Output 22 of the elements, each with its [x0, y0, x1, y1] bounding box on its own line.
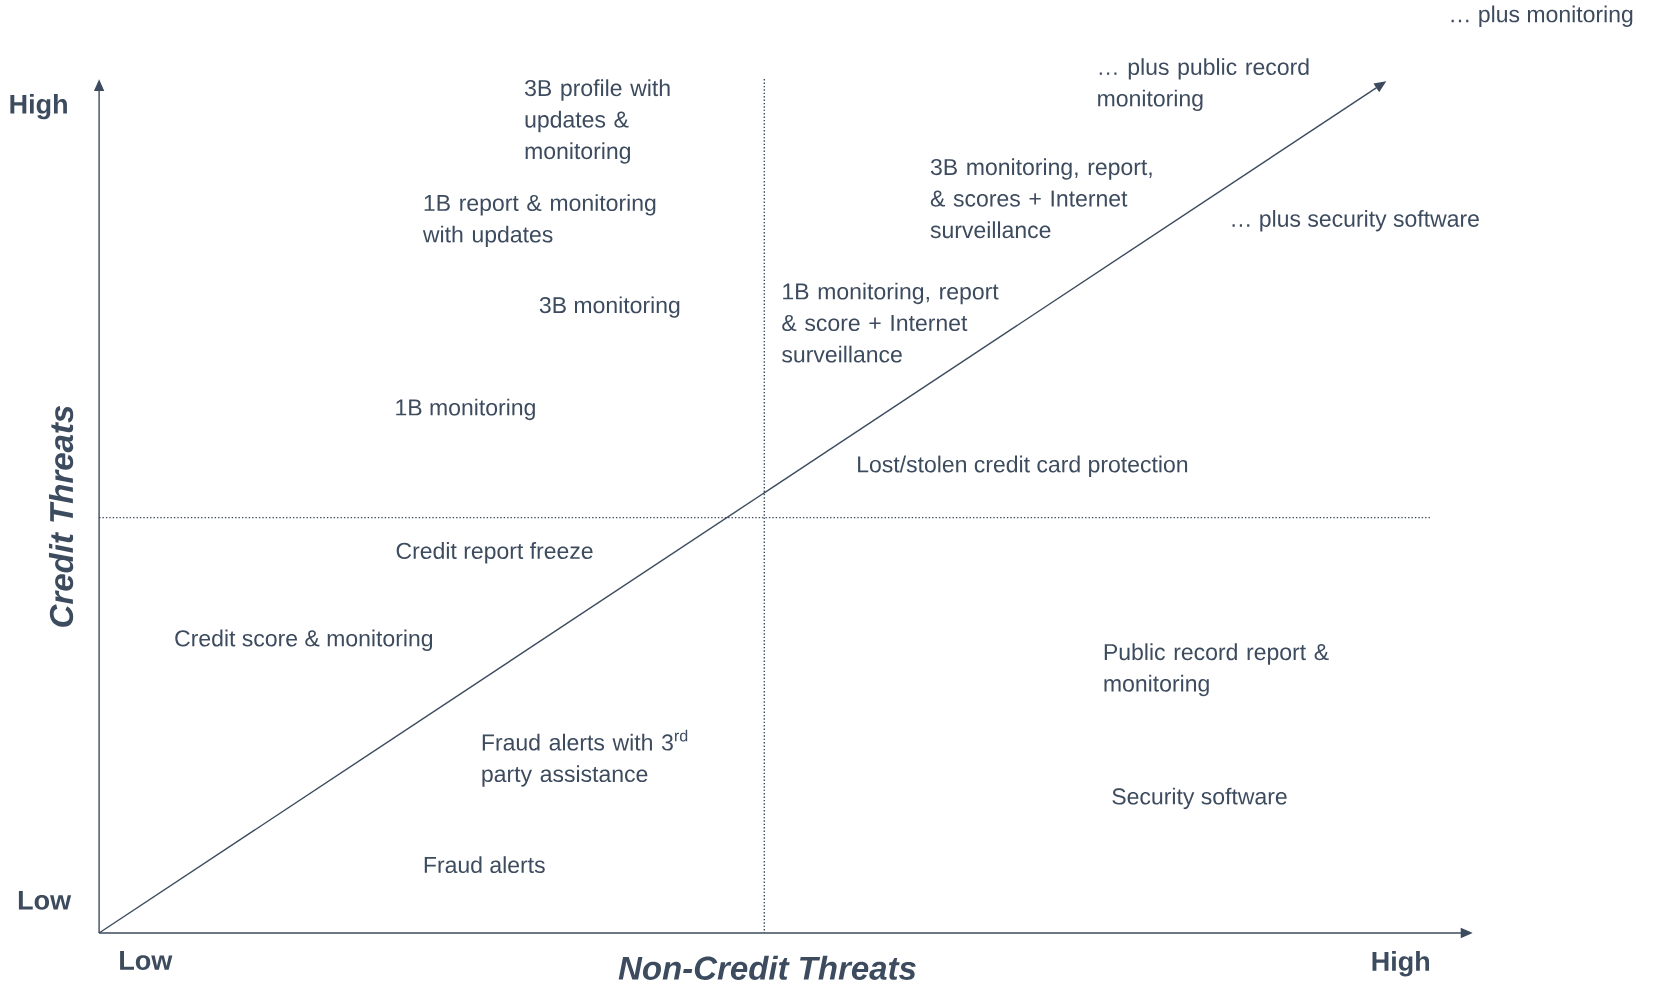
option-label: Credit score & monitoring: [175, 629, 433, 652]
option-label: 3B profile with updates & monitoring: [525, 79, 670, 164]
option-label: … plus security software: [1232, 210, 1479, 232]
axis-title: Non-Credit Threats: [618, 955, 916, 980]
axis-tick-label: Low: [120, 951, 173, 970]
option-label: 1B monitoring, report & score + Internet surveillance: [782, 282, 999, 363]
axis-tick-label: High: [10, 94, 67, 120]
option-label: 3B monitoring: [539, 296, 680, 318]
option-label: 1B report & monitoring with updates: [422, 194, 656, 248]
option-label: Security software: [1112, 787, 1287, 810]
option-label: 1B monitoring: [396, 398, 535, 421]
option-label: 3B monitoring, report, & scores + Internet surveillance: [930, 158, 1152, 239]
option-label: Lost/stolen credit card protection: [858, 455, 1188, 478]
option-label: Credit report freeze: [396, 542, 593, 564]
option-label: … plus public record monitoring: [1098, 58, 1309, 112]
option-label: Fraud alerts: [424, 856, 545, 874]
axis-tick-label: Low: [18, 891, 72, 910]
option-label: Public record report & monitoring: [1104, 643, 1329, 697]
option-label: … plus monitoring: [1451, 5, 1633, 27]
axis-tick-label: High: [1372, 951, 1430, 977]
axis-title: Credit Threats: [48, 405, 74, 627]
option-label: Fraud alerts with 3$^{rd}$ party assistance: [482, 729, 688, 787]
